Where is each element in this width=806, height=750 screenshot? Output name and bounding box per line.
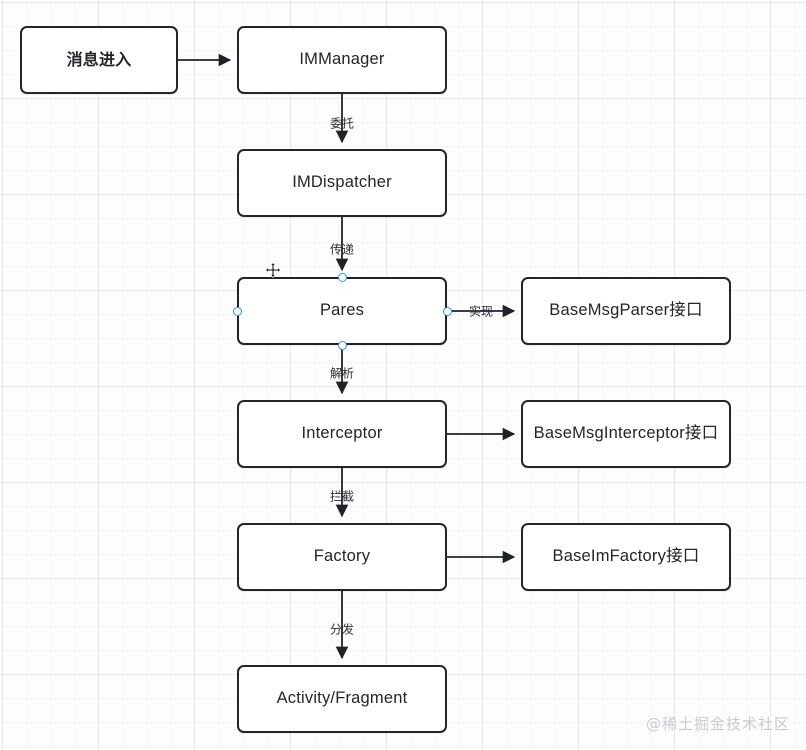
node-label-interceptor: Interceptor (301, 424, 383, 443)
node-factory[interactable]: Factory (237, 523, 447, 591)
node-basemsginterceptor[interactable]: BaseMsgInterceptor接口 (521, 400, 731, 468)
watermark: @稀土掘金技术社区 (645, 715, 790, 733)
node-label-imdispatcher: IMDispatcher (292, 173, 392, 192)
edge-label-e5: 解析 (329, 366, 355, 381)
edge-label-e3: 传递 (329, 242, 355, 257)
node-message-in[interactable]: 消息进入 (20, 26, 178, 94)
node-baseimfactory[interactable]: BaseImFactory接口 (521, 523, 731, 591)
move-cursor-icon (265, 262, 281, 278)
handle-left[interactable] (232, 306, 242, 316)
handle-bottom[interactable] (337, 340, 347, 350)
node-label-basemsgparser: BaseMsgParser接口 (549, 301, 703, 320)
node-label-immanager: IMManager (299, 50, 385, 69)
edge-label-e4: 实现 (468, 304, 494, 319)
node-basemsgparser[interactable]: BaseMsgParser接口 (521, 277, 731, 345)
handle-top[interactable] (337, 272, 347, 282)
node-label-baseimfactory: BaseImFactory接口 (552, 547, 700, 566)
node-label-pares: Pares (319, 301, 365, 320)
handle-right[interactable] (442, 306, 452, 316)
node-immanager[interactable]: IMManager (237, 26, 447, 94)
node-label-basemsginterceptor: BaseMsgInterceptor接口 (533, 424, 719, 443)
edge-label-e2: 委托 (329, 116, 355, 131)
node-label-factory: Factory (313, 547, 371, 566)
node-pares[interactable]: Pares (237, 277, 447, 345)
node-activity-fragment[interactable]: Activity/Fragment (237, 665, 447, 733)
edge-label-e7: 拦截 (329, 489, 355, 504)
node-label-message-in: 消息进入 (66, 50, 132, 70)
node-imdispatcher[interactable]: IMDispatcher (237, 149, 447, 217)
edge-label-e9: 分发 (329, 622, 355, 637)
node-interceptor[interactable]: Interceptor (237, 400, 447, 468)
node-label-activity-fragment: Activity/Fragment (276, 689, 408, 708)
